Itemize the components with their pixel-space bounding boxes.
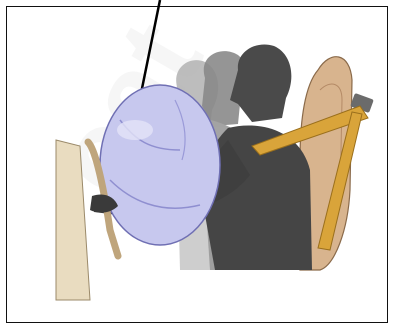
airbag — [100, 85, 220, 245]
steering-column — [56, 140, 90, 300]
